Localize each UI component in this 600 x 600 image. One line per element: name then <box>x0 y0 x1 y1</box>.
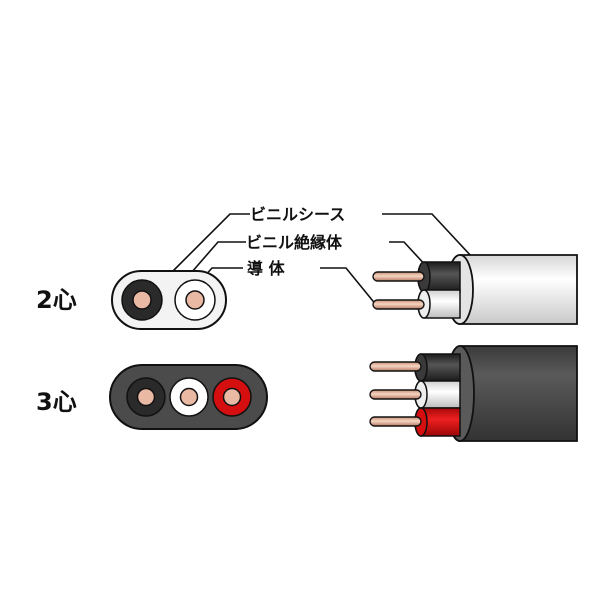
label-conductor: 導 体 <box>247 259 286 278</box>
conductor <box>372 271 425 282</box>
side-view-2core <box>372 254 578 325</box>
conductor <box>179 387 199 407</box>
row-label-3core: 3心 <box>36 388 77 416</box>
conductor <box>369 389 422 400</box>
conductor <box>222 387 242 407</box>
leader-line-sheath-right <box>382 213 473 258</box>
cross-section-2core <box>111 270 227 330</box>
leader-line-sheath <box>171 213 250 273</box>
label-sheath: ビニルシース <box>250 205 345 224</box>
conductor <box>369 416 422 427</box>
row-label-2core: 2心 <box>36 286 77 314</box>
conductor <box>132 290 152 310</box>
conductor <box>136 387 156 407</box>
leader-line-insulation-right <box>389 241 429 269</box>
side-view-3core <box>369 345 578 442</box>
leader-line-conductor-right <box>320 267 378 307</box>
label-insulation: ビニル絶縁体 <box>246 233 343 252</box>
conductor <box>185 290 205 310</box>
conductor <box>372 299 425 310</box>
cross-section-3core <box>109 364 268 430</box>
conductor <box>369 361 422 372</box>
